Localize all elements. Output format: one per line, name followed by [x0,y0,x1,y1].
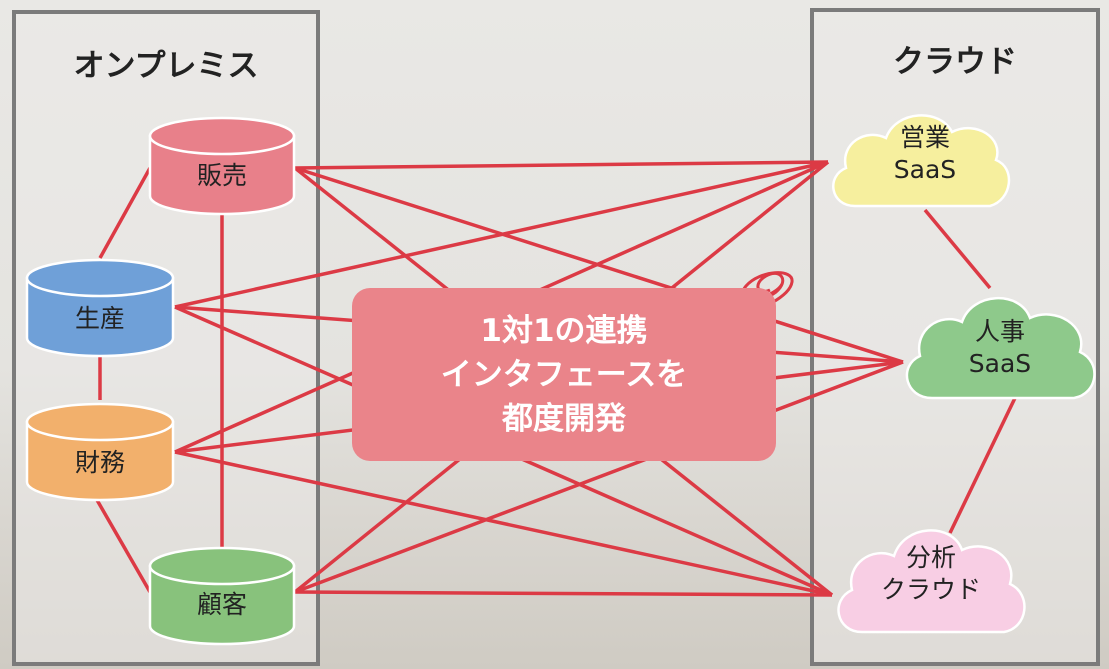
cloud-analytics-icon [837,529,1026,634]
database-production-label: 生産 [74,304,125,333]
cloud-hr-label: 人事 SaaS [935,316,1065,380]
center-callout-line1: 1対1の連携 [480,312,648,349]
database-sales-icon [148,116,296,216]
link-customer-analytics [294,590,833,597]
cloud-sales-label: 営業 SaaS [860,122,990,186]
database-production-icon [25,258,175,358]
cloud-sales-line2: SaaS [893,155,957,184]
center-callout-line3: 都度開発 [502,400,626,437]
database-finance-icon [25,402,175,502]
center-callout: 1対1の連携 インタフェースを 都度開発 [352,288,776,461]
database-finance-label: 財務 [74,448,125,477]
cloud-hr-line1: 人事 [974,317,1025,346]
cloud-analytics-line1: 分析 [905,543,956,572]
link-customer-hrcloud [294,360,904,594]
cloud-analytics-line2: クラウド [880,575,981,604]
database-customer-label: 顧客 [196,590,247,619]
link-salescloud-hrcloud [923,208,992,290]
cloud-analytics-label: 分析 クラウド [866,542,996,606]
database-customer-icon [148,546,296,646]
link-production-salescloud [174,160,829,309]
cloud-title: クラウド [893,44,1017,80]
cloud-sales-icon [832,114,1011,208]
link-hrcloud-analytics [948,397,1017,534]
cloud-sales-line1: 営業 [899,123,950,152]
center-callout-line2: インタフェースを [440,356,688,393]
link-finance-customer [95,499,152,593]
link-sales-salescloud [294,160,829,170]
cloud-hr-line2: SaaS [968,349,1032,378]
link-finance-analytics [174,450,833,597]
database-sales-label: 販売 [196,161,247,190]
link-sales-production [98,167,152,259]
onpremise-title: オンプレミス [73,48,259,84]
cloud-hr-icon [905,296,1096,400]
